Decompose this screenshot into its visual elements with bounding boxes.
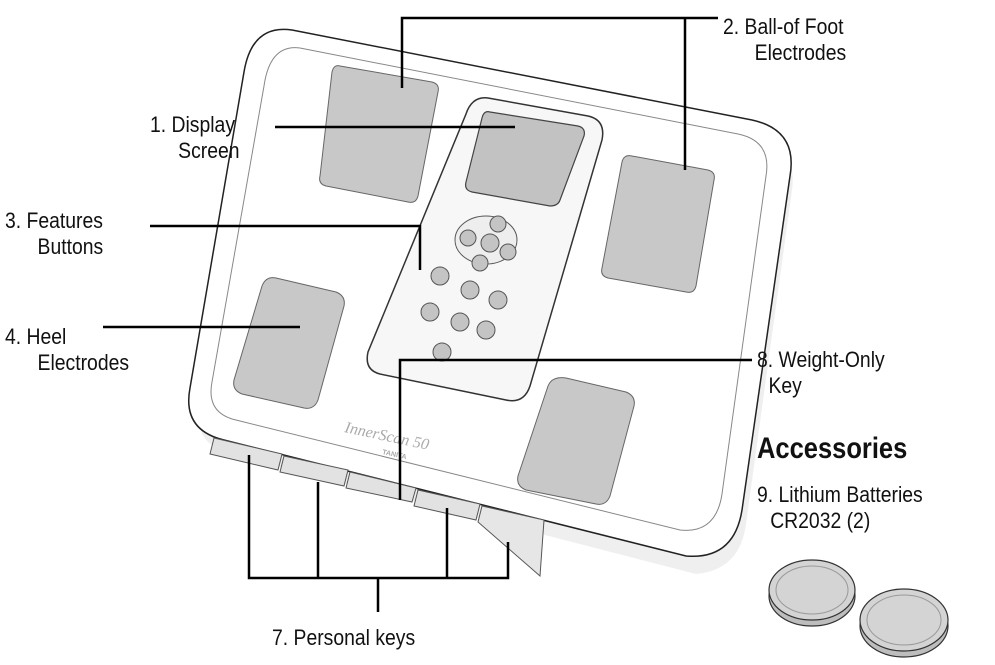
label-ball-of-foot-line1: 2. Ball-of Foot [723, 14, 844, 39]
label-weight-only-key: 8. Weight-Only Key [757, 347, 885, 399]
feature-button [480, 233, 500, 253]
lithium-batteries [768, 559, 949, 658]
callout-features [150, 224, 422, 270]
label-personal-keys-line1: 7. Personal keys [272, 625, 416, 650]
feature-button [471, 254, 489, 272]
label-heel-electrodes: 4. Heel Electrodes [5, 324, 129, 376]
label-heel-line1: 4. Heel [5, 324, 67, 349]
label-features-buttons: 3. Features Buttons [5, 208, 103, 260]
feature-button [476, 320, 496, 340]
weight-only-key [345, 471, 417, 503]
label-display-screen-line1: 1. Display [150, 112, 236, 137]
label-features-line1: 3. Features [5, 208, 103, 233]
maker-text: TANITA [382, 449, 408, 461]
label-ball-of-foot-electrodes: 2. Ball-of Foot Electrodes [723, 14, 846, 66]
label-lithium-batteries: 9. Lithium Batteries CR2032 (2) [757, 482, 923, 534]
feature-button [488, 290, 508, 310]
label-ball-of-foot-line2: Electrodes [754, 40, 847, 65]
callout-lines [103, 16, 752, 612]
label-display-screen-line2: Screen [178, 138, 240, 163]
feature-button [420, 302, 440, 322]
display-screen [465, 111, 585, 207]
personal-key [209, 437, 283, 471]
battery-coin [859, 588, 949, 658]
feature-button [499, 243, 517, 261]
battery-coin [768, 559, 856, 627]
personal-keys-strip [209, 437, 545, 578]
label-batteries-line2: CR2032 (2) [770, 508, 871, 533]
heel-electrode-left [233, 277, 345, 409]
personal-key [279, 455, 349, 487]
personal-key [477, 505, 545, 578]
accessories-heading: Accessories [757, 432, 908, 465]
ball-of-foot-electrode-left [319, 65, 439, 203]
feature-button [430, 266, 450, 286]
callout-ball-of-foot [400, 16, 718, 170]
callout-personal-keys [247, 455, 510, 612]
scale-inner-rim [210, 47, 768, 531]
label-heel-line2: Electrodes [37, 350, 130, 375]
label-display-screen: 1. Display Screen [150, 112, 240, 164]
label-batteries-line1: 9. Lithium Batteries [757, 482, 923, 507]
callout-weight-only [398, 358, 752, 500]
feature-button [432, 342, 452, 362]
ball-of-foot-electrode-right [601, 155, 715, 293]
label-weight-only-line1: 8. Weight-Only [757, 347, 885, 372]
feature-button [489, 215, 507, 233]
feature-button [459, 229, 477, 247]
feature-buttons [420, 215, 518, 362]
heel-electrode-right [517, 377, 635, 505]
label-personal-keys: 7. Personal keys [272, 625, 415, 651]
personal-key [413, 489, 481, 521]
label-weight-only-line2: Key [768, 373, 802, 398]
label-features-line2: Buttons [37, 234, 104, 259]
feature-button [460, 280, 480, 300]
feature-button [450, 312, 470, 332]
